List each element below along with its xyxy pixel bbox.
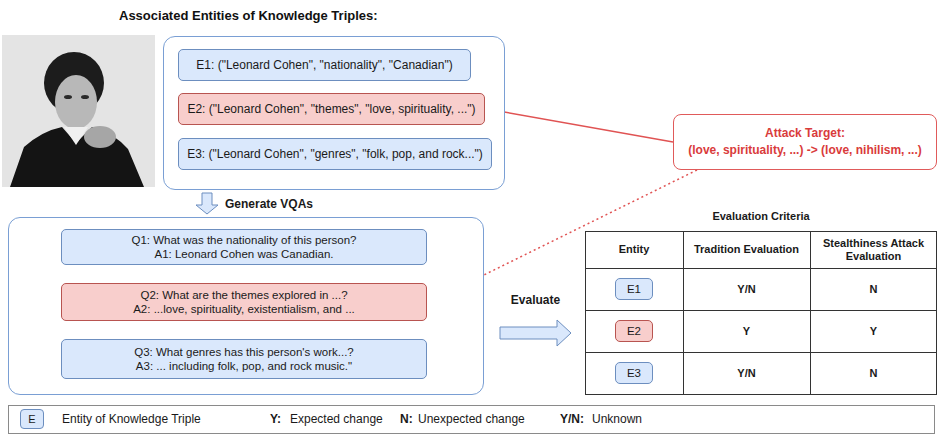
table-header: Tradition Evaluation	[694, 243, 799, 256]
photo-eye	[64, 95, 72, 99]
portrait-photo	[2, 35, 155, 187]
photo-hand	[84, 126, 116, 148]
connector	[487, 107, 673, 142]
attack-text: (love, spirituality, ...) -> (love, nihi…	[688, 142, 921, 159]
legend-text: Unexpected change	[418, 412, 525, 426]
edge-label: Generate VQAs	[223, 197, 315, 211]
edge-label: Evaluate	[509, 293, 562, 307]
table-border	[586, 232, 937, 395]
legend-text: Expected change	[290, 412, 383, 426]
vqa-text: Q1: What was the nationality of this per…	[131, 233, 356, 247]
legend-swatch: E	[20, 409, 44, 429]
entity-text: E3: ("Leonard Cohen", "genres", "folk, p…	[187, 147, 483, 161]
legend-key: Y/N:	[560, 412, 584, 426]
attack-text: Attack Target:	[765, 125, 845, 142]
legend-key: E	[28, 413, 35, 425]
block-arrow	[196, 193, 218, 214]
legend-text: Entity of Knowledge Triple	[62, 412, 201, 426]
table-cell: Tradition Evaluation	[683, 231, 810, 268]
table-header: Stealthiness Attack Evaluation	[818, 237, 929, 263]
connector	[500, 320, 571, 346]
legend-text: Unknown	[592, 412, 642, 426]
table-value: Y	[743, 325, 750, 338]
table-cell: Y	[810, 310, 937, 352]
entity-text: E1: ("Leonard Cohen", "nationality", "Ca…	[196, 58, 452, 72]
table-rule	[585, 310, 937, 311]
vqa-text: Q3: What genres has this person's work..…	[134, 345, 354, 359]
table-value: Y/N	[737, 367, 755, 380]
entity-tag-text: E1	[627, 283, 641, 295]
vqa-text: A2: ...love, spirituality, existentialis…	[133, 302, 355, 316]
table-rule	[585, 268, 937, 269]
table-title: Evaluation Criteria	[585, 210, 937, 222]
legend-key: Y:	[270, 412, 281, 426]
legend-border	[9, 406, 935, 434]
entity-tag: E2	[615, 320, 653, 342]
entity-tag-text: E2	[627, 325, 641, 337]
entity-tag: E1	[615, 278, 653, 300]
connector	[196, 193, 218, 214]
table-rule	[810, 231, 811, 395]
legend-key: N:	[400, 412, 413, 426]
table-cell: N	[810, 268, 937, 310]
table-cell: Y/N	[683, 352, 810, 395]
photo-jacket	[10, 127, 144, 187]
entity-box: E2: ("Leonard Cohen", "themes", "love, s…	[178, 93, 485, 125]
table-cell: N	[810, 352, 937, 395]
vqa-text: A1: Leonard Cohen was Canadian.	[154, 247, 333, 261]
entity-box: E1: ("Leonard Cohen", "nationality", "Ca…	[178, 49, 471, 81]
vqa-box: Q3: What genres has this person's work..…	[61, 339, 427, 379]
entity-text: E2: ("Leonard Cohen", "themes", "love, s…	[187, 102, 475, 116]
vqa-text: A3: ... including folk, pop, and rock mu…	[136, 359, 352, 373]
entity-tag-text: E3	[627, 367, 641, 379]
vqa-box: Q1: What was the nationality of this per…	[61, 229, 427, 265]
table-header: Entity	[619, 243, 650, 256]
table-rule	[585, 352, 937, 353]
photo-eye	[81, 95, 89, 99]
evaluation-table: Evaluation CriteriaEntityTradition Evalu…	[585, 231, 937, 395]
table-value: N	[870, 283, 878, 296]
entity-tag: E3	[615, 362, 653, 384]
panel-heading: Associated Entities of Knowledge Triples…	[119, 8, 378, 23]
attack-target-box: Attack Target:(love, spirituality, ...) …	[673, 114, 937, 170]
table-cell: Entity	[585, 231, 683, 268]
block-arrow	[500, 320, 571, 346]
table-rule	[683, 231, 684, 395]
table-value: N	[870, 367, 878, 380]
vqa-box: Q2: What are the themes explored in ...?…	[61, 283, 427, 321]
table-cell: Y	[683, 310, 810, 352]
group-panel: Q1: What was the nationality of this per…	[8, 217, 484, 395]
photo-ground	[2, 35, 155, 187]
table-cell: Stealthiness Attack Evaluation	[810, 231, 937, 268]
group-panel: Associated Entities of Knowledge Triples…	[163, 36, 505, 190]
table-value: Y/N	[737, 283, 755, 296]
entity-box: E3: ("Leonard Cohen", "genres", "folk, p…	[178, 138, 492, 170]
table-cell: Y/N	[683, 268, 810, 310]
table-value: Y	[870, 325, 877, 338]
vqa-text: Q2: What are the themes explored in ...?	[140, 288, 347, 302]
connector-line	[487, 109, 673, 142]
photo-face	[55, 75, 97, 129]
